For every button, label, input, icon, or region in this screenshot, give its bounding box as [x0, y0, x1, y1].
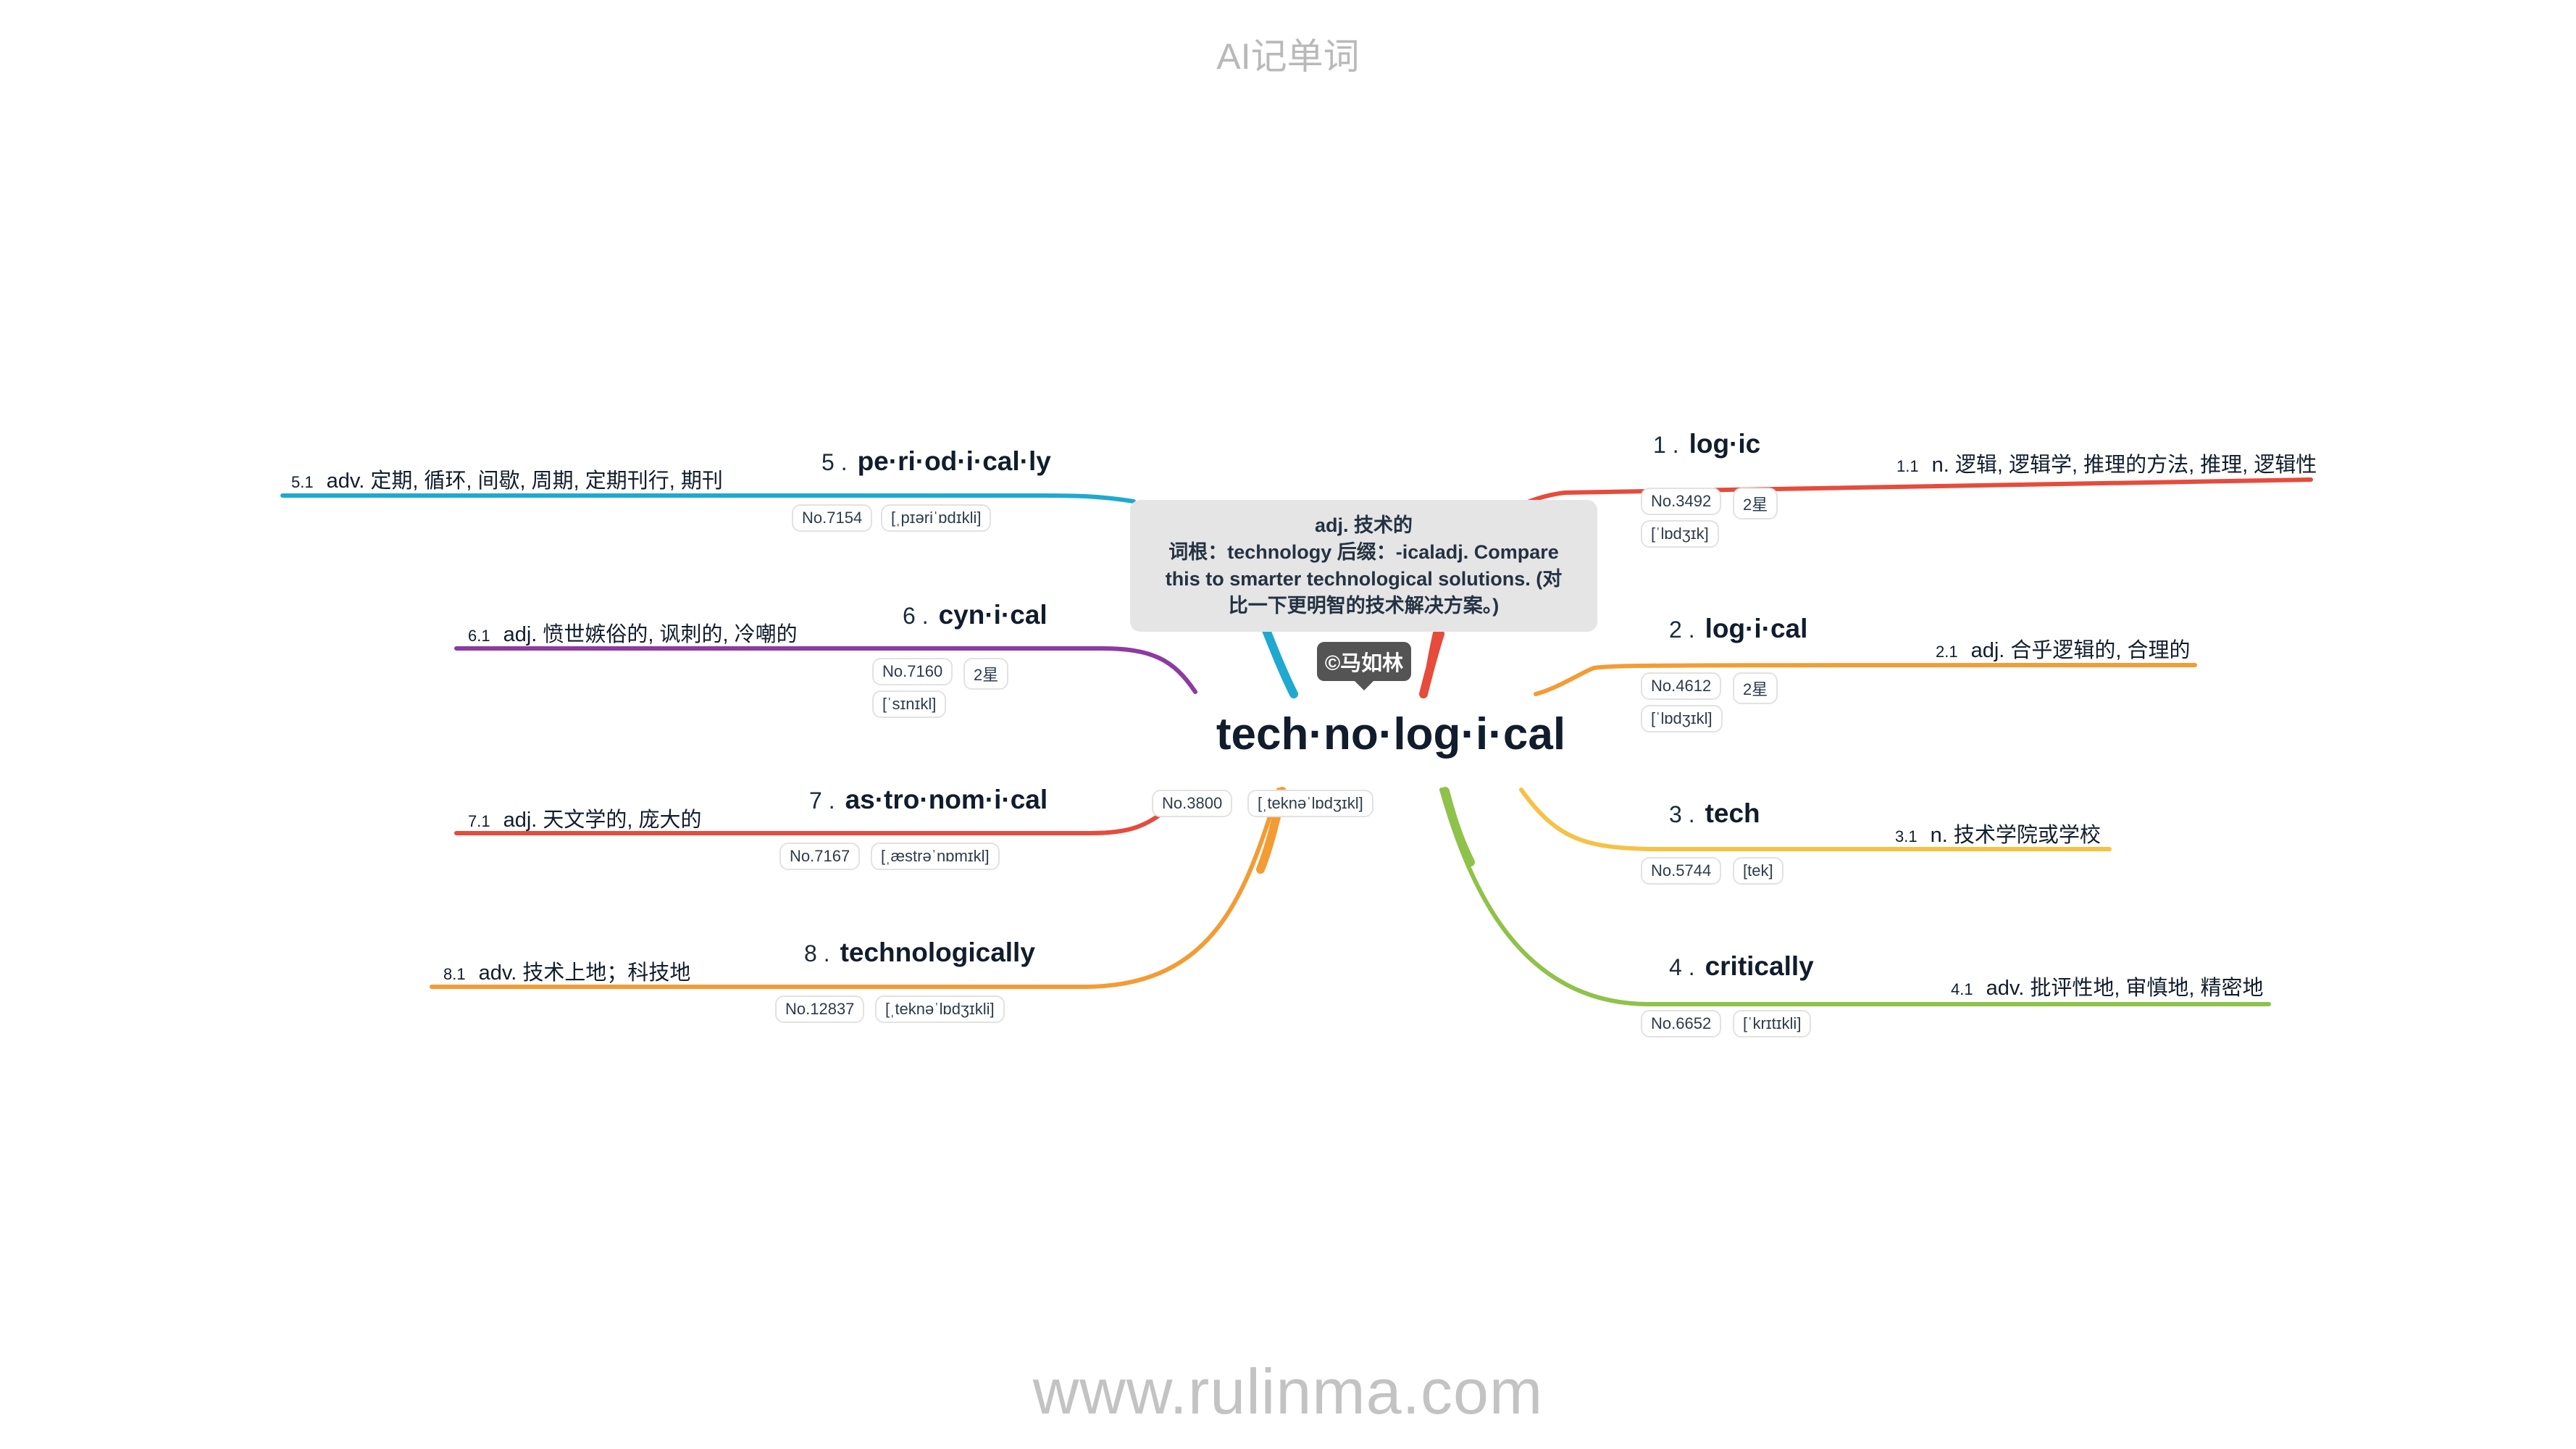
definition-5-1[interactable]: 5.1 adv. 定期, 循环, 间歇, 周期, 定期刊行, 期刊 [291, 464, 723, 494]
copyright-pointer [1355, 681, 1373, 690]
number-tag: No.7167 [779, 843, 861, 870]
definition-text: adj. 愤世嫉俗的, 讽刺的, 冷嘲的 [503, 623, 798, 646]
branch-topic-6[interactable]: 6 . cyn·i·cal [903, 600, 1047, 630]
phonetic-tag: [ˈkrɪtɪkli] [1733, 1010, 1812, 1037]
branch-line-8 [430, 788, 1281, 989]
branch-number: 4 . [1669, 954, 1695, 980]
branch-number: 7 . [809, 788, 835, 814]
definition-index: 7.1 [468, 812, 490, 830]
callout-line: 比一下更明智的技术解决方案。) [1228, 595, 1500, 617]
stars-tag: 2星 [963, 658, 1009, 690]
branch-line-5 [280, 493, 1136, 504]
definition-3-1[interactable]: 3.1 n. 技术学院或学校 [1895, 818, 2101, 848]
phonetic-tag: [ˈlɒdʒɪkl] [1641, 705, 1723, 732]
page-title: AI记单词 [1216, 36, 1360, 77]
definition-index: 5.1 [291, 473, 314, 491]
branch-topic-5[interactable]: 5 . pe·ri·od·i·cal·ly [821, 446, 1051, 477]
phonetic-tag: [ˈsɪnɪkl] [872, 690, 947, 718]
branch-number: 2 . [1669, 617, 1695, 643]
definition-index: 2.1 [1936, 643, 1958, 661]
number-tag: No.6652 [1641, 1010, 1722, 1037]
callout-line: adj. 技术的 [1314, 514, 1413, 536]
definition-index: 1.1 [1897, 457, 1919, 475]
branch-word: as·tro·nom·i·cal [845, 785, 1048, 814]
branch-trunk [1441, 787, 1475, 867]
branch-word: log·i·cal [1705, 614, 1808, 643]
number-tag: No.7160 [872, 658, 953, 685]
center-phonetic-tag: [ˌteknəˈlɒdʒɪkl] [1247, 790, 1373, 817]
branch-word: critically [1705, 951, 1814, 981]
branch-word: tech [1705, 798, 1760, 828]
branch-word: technologically [840, 938, 1035, 967]
branch-word: cyn·i·cal [938, 600, 1047, 630]
branch-word: pe·ri·od·i·cal·ly [857, 446, 1051, 476]
branch-line-6 [454, 646, 1197, 694]
number-tag: No.12837 [775, 995, 865, 1023]
branch-number: 5 . [821, 449, 848, 475]
definition-1-1[interactable]: 1.1 n. 逻辑, 逻辑学, 推理的方法, 推理, 逻辑性 [1897, 448, 2317, 478]
branch-number: 3 . [1669, 801, 1695, 827]
copyright-badge: ©马如林 [1317, 642, 1411, 681]
number-tag: No.4612 [1641, 672, 1722, 700]
branch-topic-4[interactable]: 4 . critically [1669, 951, 1814, 982]
phonetic-tag: [tek] [1733, 857, 1783, 885]
definition-text: adv. 定期, 循环, 间歇, 周期, 定期刊行, 期刊 [326, 469, 723, 493]
branch-number: 8 . [804, 940, 830, 966]
definition-index: 3.1 [1895, 827, 1918, 845]
number-tag: No.7154 [792, 504, 873, 532]
definition-4-1[interactable]: 4.1 adv. 批评性地, 审慎地, 精密地 [1951, 971, 2264, 1001]
definition-text: adj. 合乎逻辑的, 合理的 [1970, 639, 2191, 662]
definition-7-1[interactable]: 7.1 adj. 天文学的, 庞大的 [468, 803, 702, 833]
phonetic-tag: [ˌæstrəˈnɒmɪkl] [871, 843, 1000, 870]
branch-topic-7[interactable]: 7 . as·tro·nom·i·cal [809, 785, 1047, 815]
definition-text: n. 逻辑, 逻辑学, 推理的方法, 推理, 逻辑性 [1931, 454, 2317, 477]
branch-line-2 [1534, 663, 2197, 696]
number-tag: No.3492 [1641, 488, 1722, 515]
branch-number: 6 . [903, 603, 929, 629]
branch-topic-2[interactable]: 2 . log·i·cal [1669, 614, 1807, 644]
phonetic-tag: [ˌteknəˈlɒdʒɪkli] [875, 995, 1005, 1023]
branch-topic-8[interactable]: 8 . technologically [804, 938, 1035, 968]
branch-trunk [1262, 626, 1298, 698]
number-tag: No.5744 [1641, 857, 1722, 885]
branch-number: 1 . [1653, 432, 1679, 458]
central-topic[interactable]: tech·no·log·i·cal [1216, 709, 1566, 759]
center-number-tag: No.3800 [1152, 790, 1233, 817]
definition-8-1[interactable]: 8.1 adv. 技术上地；科技地 [443, 956, 690, 986]
phonetic-tag: [ˌpɪəriˈɒdɪkli] [881, 504, 992, 532]
definition-text: n. 技术学院或学校 [1930, 824, 2101, 847]
branch-topic-3[interactable]: 3 . tech [1669, 798, 1760, 829]
branch-trunk [1419, 630, 1444, 698]
footer-url: www.rulinma.com [1032, 1356, 1544, 1427]
definition-index: 6.1 [468, 627, 490, 645]
definition-callout: adj. 技术的 词根：technology 后缀：-icaladj. Comp… [1130, 500, 1597, 632]
stars-tag: 2星 [1733, 672, 1778, 704]
branch-topic-1[interactable]: 1 . log·ic [1653, 429, 1760, 459]
phonetic-tag: [ˈlɒdʒɪk] [1641, 520, 1719, 548]
branch-word: log·ic [1689, 429, 1761, 459]
definition-2-1[interactable]: 2.1 adj. 合乎逻辑的, 合理的 [1936, 633, 2191, 664]
definition-text: adv. 批评性地, 审慎地, 精密地 [1986, 977, 2264, 1000]
definition-index: 8.1 [443, 965, 466, 983]
stars-tag: 2星 [1733, 488, 1778, 519]
definition-index: 4.1 [1951, 980, 1973, 998]
branch-line-3 [1519, 788, 2112, 851]
definition-6-1[interactable]: 6.1 adj. 愤世嫉俗的, 讽刺的, 冷嘲的 [468, 617, 798, 648]
definition-text: adv. 技术上地；科技地 [478, 961, 691, 985]
definition-text: adj. 天文学的, 庞大的 [503, 809, 702, 832]
callout-line: this to smarter technological solutions.… [1165, 568, 1563, 590]
callout-line: 词根：technology 后缀：-icaladj. Compare [1168, 541, 1559, 563]
